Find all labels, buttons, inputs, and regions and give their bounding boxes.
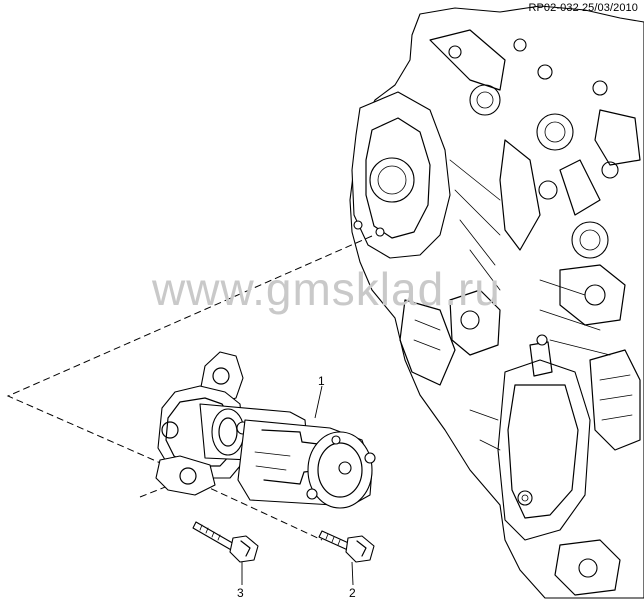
watermark: www.gmsklad.ru — [152, 263, 501, 315]
leader-lines — [241, 385, 354, 586]
alignment-guides — [6, 235, 373, 541]
reference-code: RP02-032 25/03/2010 — [528, 2, 638, 14]
engine-block — [349, 5, 644, 599]
callout-3-label: 3 — [237, 586, 244, 600]
callout-2-label: 2 — [349, 586, 356, 600]
bolt-2 — [318, 530, 375, 563]
starter-motor — [155, 351, 376, 509]
bolt-3 — [192, 521, 259, 563]
callout-1-label: 1 — [318, 374, 325, 388]
